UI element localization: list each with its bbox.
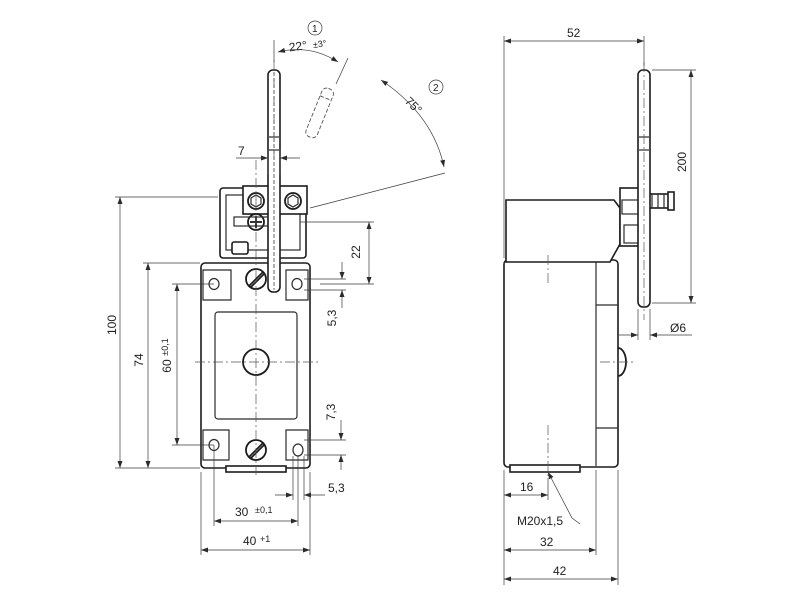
angle-75-label: 75°: [402, 94, 425, 117]
mount-hole-top-right: [291, 277, 303, 291]
dim-74: 74: [132, 353, 146, 367]
front-view: 22° ±3° 1 75° 2 7 22 5,3 7,3: [105, 20, 446, 555]
head-block-side: [505, 199, 621, 263]
cable-gland-small: [231, 241, 249, 255]
dim-40-tol: +1: [260, 534, 270, 544]
dim-42: 42: [553, 564, 567, 578]
dim-5-3-top: 5,3: [325, 309, 339, 326]
mount-ear-top-left: [202, 269, 232, 301]
mount-ear-top-right: [285, 269, 309, 301]
callout-1-circle: [307, 20, 323, 36]
dim-6: Ø6: [670, 321, 686, 335]
clamp-screw-right: [284, 192, 302, 210]
ghost-rod: [305, 87, 334, 139]
dim-7-3: 7,3: [324, 403, 338, 420]
dim-5-3-bottom: 5,3: [328, 481, 345, 495]
dim-16: 16: [520, 480, 534, 494]
dim-100: 100: [105, 315, 119, 335]
mount-ear-bottom-right: [285, 429, 309, 461]
callout-2: 2: [433, 83, 439, 94]
dim-30-tol: ±0,1: [255, 505, 272, 515]
dim-52: 52: [567, 26, 581, 40]
thread-label: M20x1,5: [517, 514, 563, 528]
dim-200: 200: [675, 152, 689, 172]
housing-side-bottom: [509, 464, 581, 473]
dim-22: 22: [349, 245, 363, 259]
dim-60: 60: [160, 359, 174, 373]
callout-1: 1: [312, 24, 318, 35]
angle-22-tol: ±3°: [312, 38, 327, 50]
callout-2-circle: [428, 79, 444, 95]
dim-30: 30: [235, 505, 249, 519]
angle-22-label: 22°: [288, 38, 308, 54]
mount-ear-bottom-left: [202, 429, 230, 461]
dim-7: 7: [238, 144, 245, 158]
dim-32: 32: [540, 535, 554, 549]
housing-front: [200, 262, 311, 469]
dim-40: 40: [243, 534, 257, 548]
housing-side: [503, 259, 619, 468]
side-view: 52 200 Ø6 16 M20x1,5 32 42: [503, 26, 696, 585]
dim-60-tol: ±0,1: [160, 338, 170, 355]
